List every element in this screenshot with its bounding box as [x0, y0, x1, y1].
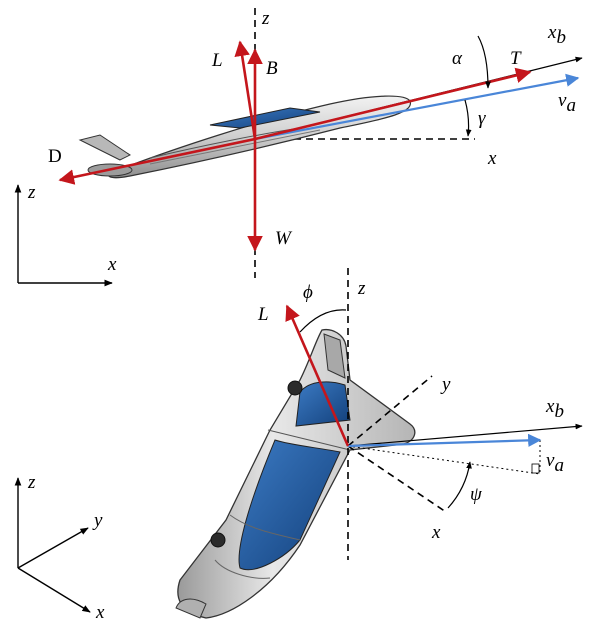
top-va-label: va	[558, 90, 576, 116]
bottom-xb-axis	[347, 423, 583, 447]
phi-arc	[299, 309, 347, 333]
weight-label: W	[275, 228, 293, 249]
bottom-z-label: z	[357, 278, 366, 299]
bottom-frame-y-label: y	[92, 510, 103, 531]
va-projection	[347, 445, 541, 475]
bottom-va-vector	[347, 433, 542, 448]
right-angle-mark	[531, 463, 540, 474]
bottom-reference-frame: z y x	[14, 472, 105, 623]
top-reference-frame: z x	[14, 182, 117, 287]
top-z-label: z	[261, 8, 270, 29]
buoyancy-label: B	[266, 58, 278, 79]
top-frame-z-label: z	[27, 182, 36, 203]
top-x-label: x	[487, 148, 497, 169]
bottom-xb-label: xb	[545, 396, 564, 422]
top-thrust-vector	[254, 67, 532, 141]
bottom-va-label: va	[546, 450, 564, 476]
gamma-label: γ	[478, 108, 486, 129]
top-va-vector	[254, 73, 580, 141]
alpha-arc	[477, 35, 491, 89]
bottom-lift-vector	[285, 304, 350, 447]
alpha-label: α	[452, 48, 463, 69]
thrust-label: T	[510, 48, 522, 69]
bottom-x-label: x	[431, 522, 441, 543]
aircraft-top-body	[175, 328, 416, 619]
top-xb-label: xb	[547, 22, 566, 48]
top-drag-vector	[58, 137, 256, 185]
phi-label: ϕ	[303, 282, 313, 303]
bottom-x-axis	[347, 445, 447, 513]
psi-label: ψ	[470, 484, 483, 505]
drag-label: D	[48, 146, 62, 167]
top-view: z L B D W T α γ x xb va	[48, 8, 583, 278]
top-frame-x-label: x	[107, 254, 117, 275]
bottom-frame-z-label: z	[27, 472, 36, 493]
bottom-lift-label: L	[257, 304, 269, 325]
top-lift-vector	[234, 40, 257, 140]
bottom-view: z ϕ L y xb va ψ x	[175, 268, 583, 619]
bottom-y-axis	[347, 375, 433, 447]
psi-arc	[447, 461, 472, 509]
gamma-arc	[464, 99, 472, 137]
lift-label: L	[211, 50, 223, 71]
bottom-y-label: y	[440, 374, 451, 395]
bottom-frame-x-label: x	[95, 602, 105, 623]
